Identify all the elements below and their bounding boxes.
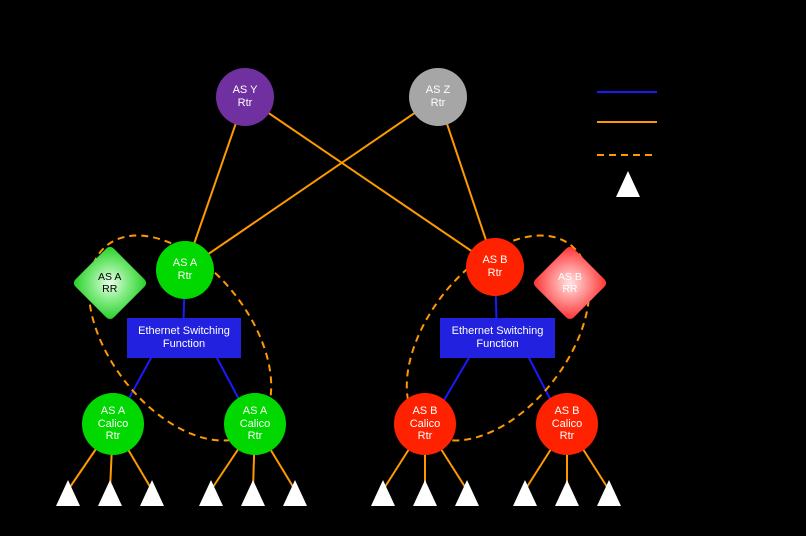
node-label-line: RR	[102, 282, 118, 295]
as-a-calico-router-2: AS A Calico Rtr	[224, 393, 286, 455]
ebgp-link-asz-asa	[184, 96, 439, 271]
workload-triangle-icon	[513, 480, 537, 506]
as-b-calico-router-2: AS B Calico Rtr	[536, 393, 598, 455]
node-label: AS B	[482, 254, 508, 267]
as-a-calico-router-1: AS A Calico Rtr	[82, 393, 144, 455]
node-label: Rtr	[417, 430, 433, 443]
rr-loop-as-b	[405, 234, 591, 442]
as-a-router-node: AS A Rtr	[156, 241, 214, 299]
node-label: Function	[476, 338, 519, 350]
ebgp-link-asy-asa	[184, 96, 246, 271]
node-label: Calico	[97, 417, 129, 430]
as-b-router-node: AS B Rtr	[466, 238, 524, 296]
workload-triangle-icon	[455, 480, 479, 506]
ebgp-links	[67, 96, 610, 491]
workload-triangle-icon	[199, 480, 223, 506]
ethernet-switching-function-left: Ethernet Switching Function	[127, 318, 241, 358]
node-label: AS B RR	[558, 271, 582, 295]
as-y-router-node: AS Y Rtr	[216, 68, 274, 126]
node-label: AS A	[100, 404, 126, 417]
node-label-line: AS A	[98, 270, 122, 283]
node-label: AS A	[172, 257, 198, 270]
node-label: AS A RR	[98, 271, 121, 295]
node-label-line: AS B	[558, 270, 582, 283]
workload-triangle-icon	[283, 480, 307, 506]
node-label: Ethernet Switching	[138, 325, 230, 338]
node-label: Rtr	[247, 430, 263, 443]
workload-triangle-icon	[241, 480, 265, 506]
node-label: AS Y	[232, 84, 258, 97]
ethernet-switching-function-right: Ethernet Switching Function	[440, 318, 555, 358]
workload-triangle-icon	[597, 480, 621, 506]
node-label: Rtr	[487, 267, 503, 279]
workload-triangle-icon	[98, 480, 122, 506]
as-b-calico-router-1: AS B Calico Rtr	[394, 393, 456, 455]
node-label: AS A	[242, 404, 268, 417]
node-label: Rtr	[237, 97, 253, 109]
node-label: Ethernet Switching	[451, 325, 544, 338]
as-z-router-node: AS Z Rtr	[409, 68, 467, 126]
node-label: Rtr	[105, 430, 121, 443]
node-label-line: RR	[562, 283, 578, 295]
node-label: Rtr	[559, 430, 575, 443]
legend-workload-triangle-swatch	[616, 171, 640, 197]
workload-triangle-icon	[555, 480, 579, 506]
node-label: Rtr	[177, 270, 193, 282]
workload-triangle-icon	[140, 480, 164, 506]
node-label: AS B	[554, 404, 580, 417]
node-label: Rtr	[430, 97, 446, 109]
ebgp-link-asy-asb	[244, 96, 496, 268]
node-label: AS B	[412, 404, 438, 417]
workload-triangle-icon	[413, 480, 437, 506]
workload-triangle-icon	[371, 480, 395, 506]
workload-triangle-icon	[56, 480, 80, 506]
node-label: Calico	[551, 417, 583, 430]
node-label: Calico	[239, 417, 271, 430]
node-label: AS Z	[425, 84, 451, 97]
legend-swatches	[597, 91, 657, 156]
node-label: Function	[162, 338, 206, 350]
node-label: Calico	[409, 417, 441, 430]
